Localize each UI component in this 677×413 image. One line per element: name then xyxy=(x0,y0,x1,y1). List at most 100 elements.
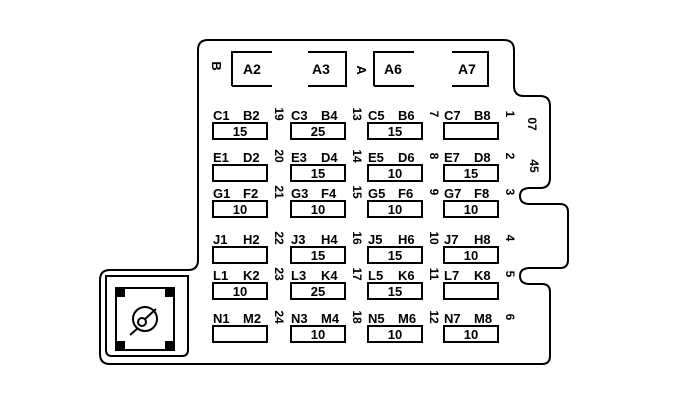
fuse-position-number: 6 xyxy=(503,314,517,321)
fuse-amperage: 15 xyxy=(464,166,478,181)
connector-socket-icon xyxy=(115,287,175,351)
relay-a6-label: A6 xyxy=(384,61,402,77)
side-label-middle: 45 xyxy=(527,159,541,173)
fuse-position-number: 20 xyxy=(272,149,286,163)
fuse-amperage: 15 xyxy=(388,248,402,263)
fuse-amperage: 10 xyxy=(464,248,478,263)
fuse-slot-box xyxy=(290,282,346,300)
fuse-cell: J1 H2 22 xyxy=(212,231,286,264)
fuse-right-label: F6 xyxy=(398,186,413,201)
fuse-left-label: J1 xyxy=(213,232,227,247)
fuse-amperage: 10 xyxy=(388,202,402,217)
fuse-slot-box xyxy=(212,164,268,182)
fuse-amperage: 25 xyxy=(311,284,325,299)
fuse-left-label: E5 xyxy=(368,150,384,165)
fuse-right-label: K2 xyxy=(243,268,260,283)
fuse-right-label: H2 xyxy=(243,232,260,247)
fuse-right-label: H8 xyxy=(474,232,491,247)
fuse-cell: E7 D8 2 15 xyxy=(443,150,517,182)
fuse-right-label: B6 xyxy=(398,108,415,123)
fuse-slot-box xyxy=(443,246,499,264)
fuse-slot-box xyxy=(443,164,499,182)
relay-a3-box xyxy=(308,51,347,87)
fuse-left-label: C1 xyxy=(213,108,230,123)
fuse-left-label: J5 xyxy=(368,232,382,247)
fuse-position-number: 22 xyxy=(272,231,286,245)
fuse-slot-box xyxy=(443,282,499,300)
fuse-left-label: E7 xyxy=(444,150,460,165)
fuse-amperage: 10 xyxy=(233,284,247,299)
fuse-slot-box xyxy=(212,246,268,264)
fuse-right-label: D6 xyxy=(398,150,415,165)
fuse-right-label: D8 xyxy=(474,150,491,165)
fuse-position-number: 10 xyxy=(427,231,441,245)
fuse-left-label: L3 xyxy=(291,268,306,283)
fuse-slot-box xyxy=(367,122,423,140)
relay-a7-label: A7 xyxy=(458,61,476,77)
fuse-slot-box xyxy=(212,325,268,343)
fuse-amperage: 15 xyxy=(233,124,247,139)
fuse-slot-box xyxy=(367,325,423,343)
fuse-left-label: N5 xyxy=(368,311,385,326)
relay-a7-box xyxy=(452,51,489,87)
fuse-amperage: 15 xyxy=(388,124,402,139)
fuse-right-label: K8 xyxy=(474,268,491,283)
fuse-position-number: 2 xyxy=(503,153,517,160)
fuse-position-number: 13 xyxy=(350,107,364,121)
fuse-left-label: G3 xyxy=(291,186,308,201)
fuse-left-label: L5 xyxy=(368,268,383,283)
fuse-position-number: 11 xyxy=(427,268,441,281)
fuse-position-number: 7 xyxy=(427,111,441,118)
fuse-right-label: B8 xyxy=(474,108,491,123)
fuse-right-label: M4 xyxy=(321,311,340,326)
relay-b-side-label: B xyxy=(209,61,224,70)
fuse-right-label: B2 xyxy=(243,108,260,123)
fuse-left-label: G1 xyxy=(213,186,230,201)
fuse-position-number: 16 xyxy=(350,231,364,245)
fuse-slot-box xyxy=(290,325,346,343)
fuse-amperage: 10 xyxy=(311,202,325,217)
relay-a-side-label: A xyxy=(354,65,369,75)
fuse-slot-box xyxy=(443,200,499,218)
fuse-amperage: 10 xyxy=(464,327,478,342)
fuse-right-label: M8 xyxy=(474,311,492,326)
relay-a2-box xyxy=(231,51,272,86)
fuse-position-number: 5 xyxy=(503,271,517,278)
fuse-right-label: M2 xyxy=(243,311,261,326)
fuse-slot-box xyxy=(290,246,346,264)
fuse-position-number: 8 xyxy=(427,153,441,160)
relay-a2-label: A2 xyxy=(243,61,261,77)
fuse-left-label: J3 xyxy=(291,232,305,247)
fuse-slot-box xyxy=(367,282,423,300)
fuse-position-number: 23 xyxy=(272,267,286,281)
fuse-slot-box xyxy=(212,200,268,218)
fuse-left-label: E1 xyxy=(213,150,229,165)
fuse-amperage: 10 xyxy=(388,327,402,342)
fuse-amperage: 25 xyxy=(311,124,325,139)
fuse-position-number: 9 xyxy=(427,189,441,196)
fuse-left-label: L7 xyxy=(444,268,459,283)
fuse-left-label: N1 xyxy=(213,311,230,326)
fuse-slot-box xyxy=(367,246,423,264)
fuse-position-number: 12 xyxy=(427,310,441,324)
fuse-amperage: 15 xyxy=(311,248,325,263)
fuse-slot-box xyxy=(367,200,423,218)
fuse-amperage: 10 xyxy=(233,202,247,217)
fuse-position-number: 19 xyxy=(272,107,286,121)
fuse-right-label: H4 xyxy=(321,232,338,247)
connector-cavity xyxy=(105,275,189,357)
fuse-amperage: 15 xyxy=(311,166,325,181)
fuse-slot-box xyxy=(212,122,268,140)
fuse-position-number: 14 xyxy=(350,149,364,163)
